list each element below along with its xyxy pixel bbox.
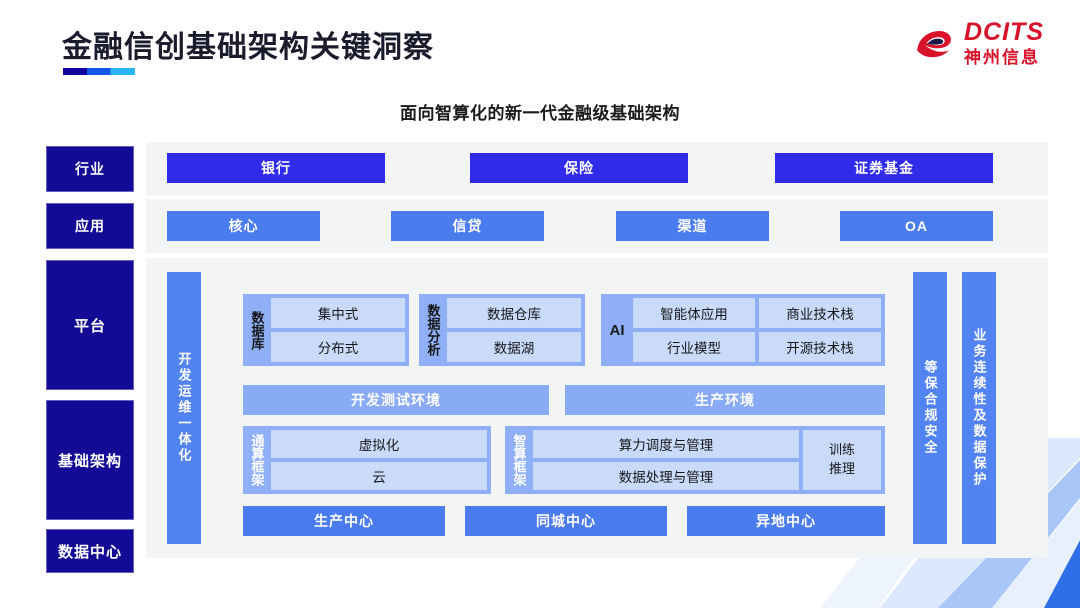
datacenter-bar-production[interactable]: 生产中心	[243, 506, 445, 536]
industry-item-bank[interactable]: 银行	[167, 153, 385, 183]
group-label-general-compute: 通算框架	[249, 434, 265, 486]
page-title: 金融信创基础架构关键洞察	[62, 31, 434, 64]
brand-name-cn: 神州信息	[964, 48, 1040, 67]
cell-industry-model[interactable]: 行业模型	[633, 332, 755, 362]
row-label-platform: 平台	[46, 260, 134, 390]
industry-item-securities[interactable]: 证券基金	[775, 153, 993, 183]
cell-data-lake[interactable]: 数据湖	[447, 332, 581, 362]
group-intelligent-compute-framework: 智算框架 算力调度与管理 数据处理与管理 训练 推理	[505, 426, 885, 494]
brand-name-en: DCITS	[964, 18, 1044, 46]
vertical-bar-compliance-security[interactable]: 等保合规安全	[913, 272, 947, 544]
cell-cloud[interactable]: 云	[271, 462, 487, 490]
datacenter-bar-remote[interactable]: 异地中心	[687, 506, 885, 536]
title-accent-bar	[63, 68, 135, 75]
dcits-swirl-icon	[912, 21, 956, 65]
group-label-database: 数据库	[249, 310, 265, 350]
row-label-datacenter: 数据中心	[46, 529, 134, 573]
row-label-application: 应用	[46, 203, 134, 249]
application-item-core[interactable]: 核心	[167, 211, 320, 241]
row-label-industry: 行业	[46, 146, 134, 192]
application-item-oa[interactable]: OA	[840, 211, 993, 241]
cell-inference-label: 推理	[828, 461, 855, 476]
cell-data-processing[interactable]: 数据处理与管理	[533, 462, 799, 490]
cell-training-label: 训练	[828, 442, 855, 458]
group-general-compute-framework: 通算框架 虚拟化 云	[243, 426, 491, 494]
cell-virtualization[interactable]: 虚拟化	[271, 430, 487, 458]
datacenter-bar-metro[interactable]: 同城中心	[465, 506, 667, 536]
cell-opensource-tech-stack[interactable]: 开源技术栈	[759, 332, 881, 362]
group-label-intelligent-compute: 智算框架	[511, 434, 527, 486]
cell-training-inference[interactable]: 训练 推理	[803, 430, 881, 490]
application-item-credit[interactable]: 信贷	[391, 211, 544, 241]
cell-database-distributed[interactable]: 分布式	[271, 332, 405, 362]
cell-data-warehouse[interactable]: 数据仓库	[447, 298, 581, 328]
diagram-subtitle: 面向智算化的新一代金融级基础架构	[400, 104, 680, 123]
env-bar-dev-test[interactable]: 开发测试环境	[243, 385, 549, 415]
vertical-bar-business-continuity[interactable]: 业务连续性及数据保护	[962, 272, 996, 544]
group-database: 数据库 集中式 分布式	[243, 294, 409, 366]
group-label-data-analytics: 数据分析	[425, 304, 441, 356]
cell-database-centralized[interactable]: 集中式	[271, 298, 405, 328]
brand-logo-text: DCITS 神州信息	[964, 18, 1044, 67]
industry-item-insurance[interactable]: 保险	[470, 153, 688, 183]
vertical-bar-devops[interactable]: 开发运维一体化	[167, 272, 201, 544]
group-ai: AI 智能体应用 商业技术栈 行业模型 开源技术栈	[601, 294, 885, 366]
group-data-analytics: 数据分析 数据仓库 数据湖	[419, 294, 585, 366]
env-bar-production[interactable]: 生产环境	[565, 385, 885, 415]
group-label-ai: AI	[609, 321, 625, 339]
cell-commercial-tech-stack[interactable]: 商业技术栈	[759, 298, 881, 328]
brand-logo: DCITS 神州信息	[912, 20, 1044, 66]
cell-compute-scheduling[interactable]: 算力调度与管理	[533, 430, 799, 458]
cell-agent-application[interactable]: 智能体应用	[633, 298, 755, 328]
application-item-channel[interactable]: 渠道	[616, 211, 769, 241]
row-label-infrastructure: 基础架构	[46, 400, 134, 520]
